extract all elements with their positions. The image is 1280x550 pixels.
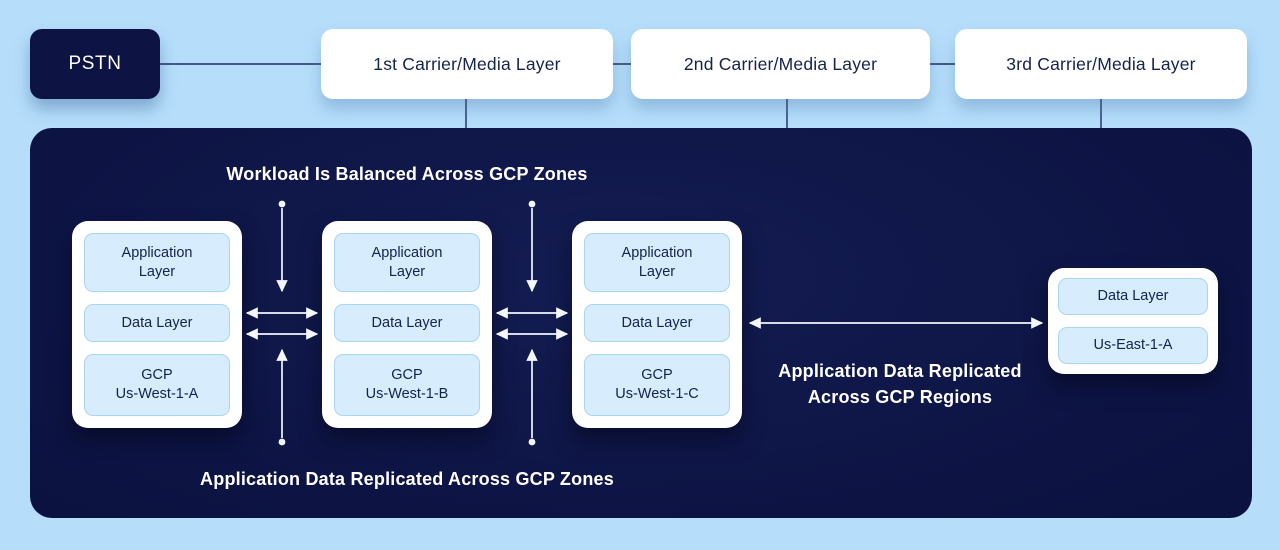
gcp-zone-label-line2: Us-West-1-C — [615, 386, 699, 402]
region-label: Us-East-1-A — [1093, 337, 1173, 353]
regions-replication-caption: Application Data Replicated Across GCP R… — [750, 358, 1050, 410]
zone-card-us-west-1-c: Application Layer Data Layer GCP Us-West… — [572, 221, 742, 428]
workload-balanced-caption: Workload Is Balanced Across GCP Zones — [226, 164, 588, 184]
carrier-media-layer-2-label: 2nd Carrier/Media Layer — [683, 53, 878, 74]
data-layer-label: Data Layer — [371, 314, 443, 331]
carrier-media-layer-3-label: 3rd Carrier/Media Layer — [1006, 53, 1196, 74]
gcp-zone-box: GCP Us-West-1-B — [334, 354, 480, 416]
application-layer-box: Application Layer — [584, 233, 730, 292]
application-layer-label-line2: Layer — [388, 263, 426, 280]
data-layer-label: Data Layer — [121, 314, 193, 331]
application-layer-label-line1: Application — [621, 244, 693, 261]
application-layer-box: Application Layer — [334, 233, 480, 292]
data-layer-label: Data Layer — [621, 314, 693, 331]
regions-replication-caption-line1: Application Data Replicated — [778, 361, 1022, 381]
gcp-zone-label-line2: Us-West-1-B — [365, 386, 449, 402]
application-layer-box: Application Layer — [84, 233, 230, 292]
region-card-us-east-1-a: Data Layer Us-East-1-A — [1048, 268, 1218, 374]
gcp-zone-box: GCP Us-West-1-A — [84, 354, 230, 416]
carrier-media-layer-1-box: 1st Carrier/Media Layer — [321, 29, 613, 99]
pstn-box: PSTN — [30, 29, 160, 99]
gcp-zone-label-line2: Us-West-1-A — [115, 386, 199, 402]
data-layer-box: Data Layer — [584, 304, 730, 342]
application-layer-label-line2: Layer — [638, 263, 676, 280]
zones-replication-caption: Application Data Replicated Across GCP Z… — [200, 469, 614, 489]
data-layer-box: Data Layer — [1058, 278, 1208, 315]
gcp-zone-box: GCP Us-West-1-C — [584, 354, 730, 416]
zone-card-us-west-1-a: Application Layer Data Layer GCP Us-West… — [72, 221, 242, 428]
regions-replication-caption-line2: Across GCP Regions — [807, 387, 993, 407]
application-layer-label-line1: Application — [371, 244, 443, 261]
carrier-media-layer-3-box: 3rd Carrier/Media Layer — [955, 29, 1247, 99]
gcp-zone-label-line1: GCP — [641, 367, 673, 383]
data-layer-box: Data Layer — [334, 304, 480, 342]
gcp-zone-label-line1: GCP — [391, 367, 423, 383]
data-layer-box: Data Layer — [84, 304, 230, 342]
carrier-media-layer-2-box: 2nd Carrier/Media Layer — [631, 29, 930, 99]
pstn-label: PSTN — [68, 53, 122, 74]
carrier-media-layer-1-label: 1st Carrier/Media Layer — [373, 53, 561, 74]
region-box: Us-East-1-A — [1058, 327, 1208, 364]
gcp-panel: Workload Is Balanced Across GCP Zones Ap… — [30, 128, 1252, 518]
zone-card-us-west-1-b: Application Layer Data Layer GCP Us-West… — [322, 221, 492, 428]
application-layer-label-line2: Layer — [138, 263, 176, 280]
gcp-zone-label-line1: GCP — [141, 367, 173, 383]
data-layer-label: Data Layer — [1097, 288, 1169, 304]
application-layer-label-line1: Application — [121, 244, 193, 261]
